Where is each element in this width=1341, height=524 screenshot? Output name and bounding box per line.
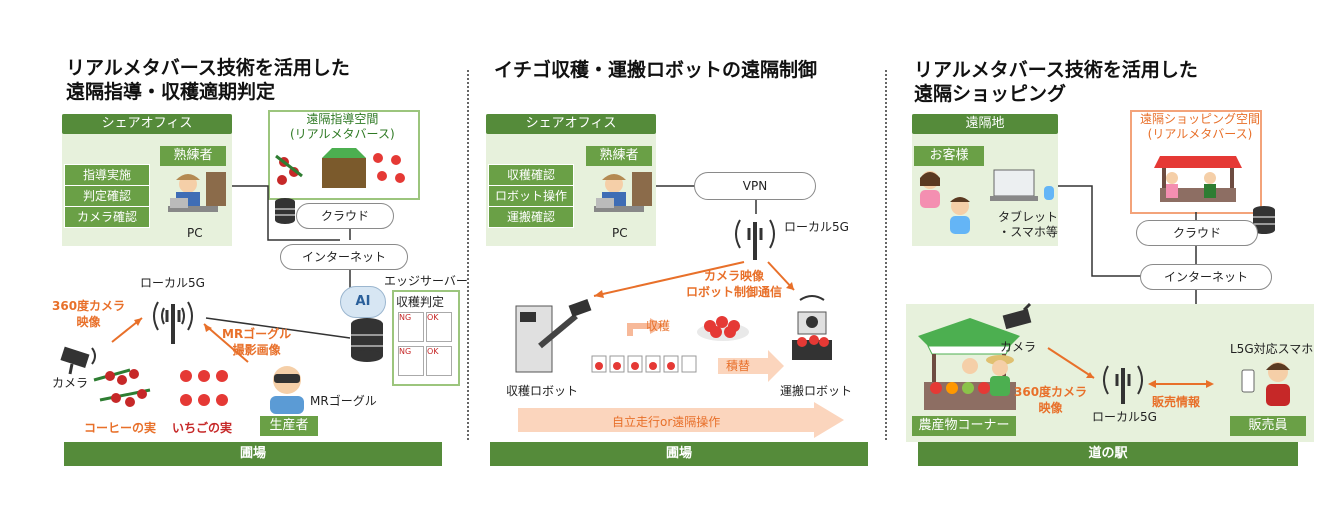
staff-label: 販売員	[1230, 416, 1306, 436]
camera-label: カメラ	[1000, 340, 1037, 354]
strawberry-label: いちごの実	[172, 421, 233, 435]
list-item: 運搬確認	[488, 206, 574, 228]
strawberry-icon	[180, 370, 228, 406]
expert-at-pc-icon	[594, 172, 652, 212]
strawberry-bed-icon	[591, 355, 697, 373]
harvested-strawberries-icon	[697, 316, 749, 341]
pc-label: PC	[187, 226, 203, 240]
customers-icon	[920, 171, 970, 234]
harvest-judge-label: 収穫判定	[396, 295, 445, 309]
transport-robot-icon	[792, 295, 832, 360]
antenna-icon	[735, 219, 775, 260]
coffee-plant-icon	[93, 368, 151, 407]
transport-robot-label: 運搬ロボット	[780, 384, 853, 398]
divider-left	[467, 70, 469, 440]
internet-label: インターネット	[1140, 264, 1272, 290]
ng-card: NG	[398, 312, 424, 342]
camera360-label: 360度カメラ 映像	[52, 299, 126, 329]
expert-label: 熟練者	[160, 146, 226, 166]
producer-with-goggle-icon	[270, 366, 304, 414]
list-item: ロボット操作	[488, 185, 574, 207]
camera360-label: 360度カメラ 映像	[1014, 385, 1088, 415]
farm-bar: 圃場	[490, 442, 868, 466]
edge-server-icon	[351, 318, 383, 362]
camera-icon	[1002, 302, 1032, 330]
ok-card: OK	[426, 312, 452, 342]
panel2-title: イチゴ収穫・運搬ロボットの遠隔制御	[494, 59, 818, 81]
autonomous-label: 自立走行or遠隔操作	[612, 415, 721, 429]
antenna-icon	[153, 301, 193, 344]
cloud-label: クラウド	[296, 203, 394, 229]
vpn-cloud: VPN	[694, 172, 816, 200]
expert-label: 熟練者	[586, 146, 652, 166]
l5g-phone-label: L5G対応スマホ	[1230, 342, 1314, 356]
customer-label: お客様	[914, 146, 984, 166]
remote-space-title: 遠隔指導空間 (リアルメタバース)	[290, 112, 395, 141]
coffee-label: コーヒーの実	[84, 421, 157, 435]
ng-card: NG	[398, 346, 424, 376]
metaverse-field-icon	[275, 148, 405, 188]
pc-label: PC	[612, 226, 628, 240]
internet-label: インターネット	[280, 244, 408, 270]
farm-bar: 圃場	[64, 442, 442, 466]
tablet-label: タブレット ・スマホ等	[998, 210, 1059, 239]
expert-at-pc-icon	[168, 172, 226, 212]
staff-with-phone-icon	[1241, 362, 1290, 406]
camera-icon	[60, 346, 96, 375]
station-bar: 道の駅	[918, 442, 1298, 466]
load-label: 積替	[726, 359, 751, 373]
camera-control-label: カメラ映像 ロボット制御通信	[686, 269, 783, 299]
mr-goggle-image-label: MRゴーグル 撮影画像	[222, 327, 292, 357]
ai-cloud: AI	[340, 286, 386, 318]
panel3-title: リアルメタバース技術を活用した 遠隔ショッピング	[914, 59, 1198, 105]
db-icon	[1253, 206, 1275, 234]
harvest-robot-icon	[515, 298, 592, 373]
antenna-icon	[1103, 365, 1143, 404]
autonomous-arrow	[518, 402, 844, 438]
db-icon	[275, 198, 295, 224]
camera-label: カメラ	[52, 376, 89, 390]
harvest-robot-label: 収穫ロボット	[506, 384, 579, 398]
divider-right	[885, 70, 887, 440]
producer-label: 生産者	[260, 416, 318, 436]
panel2-connections	[593, 185, 795, 382]
ok-card: OK	[426, 346, 452, 376]
local5g-label: ローカル5G	[784, 220, 849, 234]
laptop-icon	[990, 169, 1054, 201]
farmer-icon	[986, 355, 1014, 396]
share-office-header: シェアオフィス	[486, 114, 656, 134]
remote-header: 遠隔地	[912, 114, 1058, 134]
shopping-space-title: 遠隔ショッピング空間 (リアルメタバース)	[1140, 112, 1261, 141]
cloud-label: クラウド	[1136, 220, 1258, 246]
list-item: カメラ確認	[64, 206, 150, 228]
mr-goggle-label: MRゴーグル	[310, 394, 377, 408]
local5g-label: ローカル5G	[140, 276, 205, 290]
sales-info-label: 販売情報	[1152, 395, 1201, 409]
harvest-label: 収穫	[646, 319, 671, 333]
panel3-field-lines	[1047, 347, 1214, 388]
panel1-title: リアルメタバース技術を活用した 遠隔指導・収穫適期判定	[66, 57, 350, 103]
panel1-field-lines	[111, 317, 351, 363]
produce-corner-label: 農産物コーナー	[912, 416, 1016, 436]
edge-server-label: エッジサーバー	[384, 274, 468, 288]
share-office-header: シェアオフィス	[62, 114, 232, 134]
local5g-label: ローカル5G	[1092, 410, 1157, 424]
market-stall-icon	[1154, 156, 1242, 202]
